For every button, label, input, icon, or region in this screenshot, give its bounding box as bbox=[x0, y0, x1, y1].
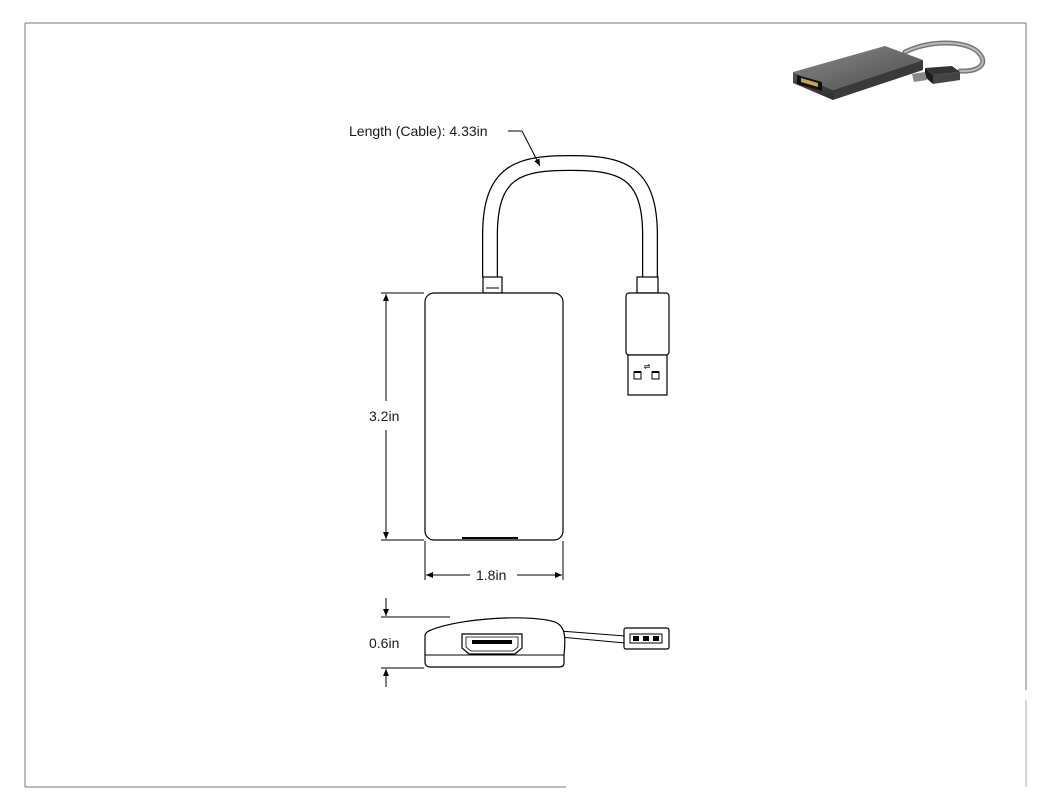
isometric-product-view bbox=[793, 40, 986, 100]
cable-length-dimension: Length (Cable): 4.33in bbox=[349, 123, 541, 167]
usb-symbol: ⇌ bbox=[644, 362, 651, 371]
adapter-side-view bbox=[424, 617, 670, 668]
width-dimension: 1.8in bbox=[424, 541, 564, 583]
adapter-body-top-view bbox=[424, 292, 564, 541]
sheet-border bbox=[24, 22, 1027, 788]
width-label: 1.8in bbox=[476, 567, 506, 583]
usb-plug-top-view: ⇌ bbox=[625, 292, 670, 396]
cable-top-view bbox=[482, 154, 659, 294]
height-dimension: 3.2in bbox=[369, 292, 424, 541]
thickness-dimension: 0.6in bbox=[369, 598, 450, 687]
cable-length-label: Length (Cable): 4.33in bbox=[349, 123, 488, 139]
height-label: 3.2in bbox=[369, 408, 399, 424]
thickness-label: 0.6in bbox=[369, 635, 399, 651]
